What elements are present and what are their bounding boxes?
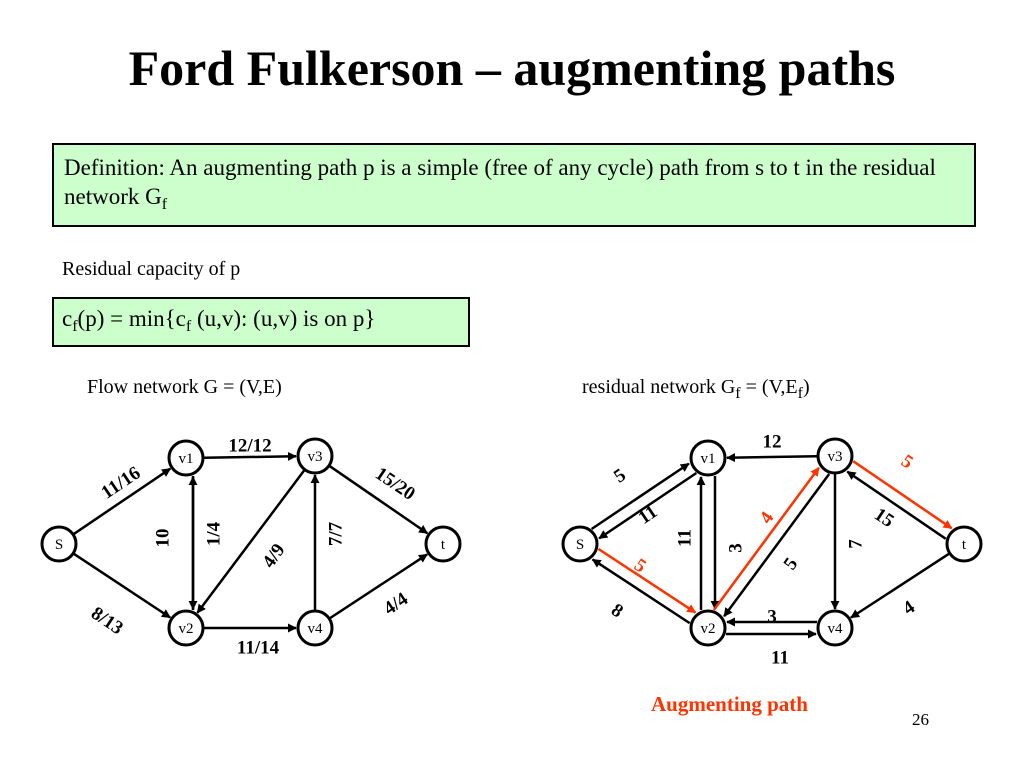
svg-text:v2: v2 [701, 621, 716, 637]
residual-caption-part3: ) [802, 376, 810, 398]
page-number: 26 [912, 710, 929, 729]
svg-text:v2: v2 [179, 621, 194, 637]
residual-edge-label: 11 [635, 501, 662, 528]
svg-text:v3: v3 [308, 449, 323, 465]
residual-edge-v3-t [852, 460, 953, 530]
flow-edge-label: 4/9 [258, 540, 289, 572]
svg-text:t: t [962, 537, 967, 553]
flow-node-v1: v1 [167, 439, 205, 477]
residual-caption-sub2: f [797, 385, 803, 402]
flow-edge-v3-t [329, 465, 429, 535]
flow-edge-label: 11/16 [98, 462, 145, 503]
residual-edge-label: 11 [771, 648, 789, 669]
flow-edge-label: 7/7 [326, 521, 347, 546]
residual-edge-label: 3 [767, 607, 777, 628]
flow-node-v3: v3 [296, 437, 334, 475]
residual-edge-label: 8 [607, 600, 627, 623]
flow-edge-s-v2 [73, 552, 171, 619]
residual-edge-label: 5 [630, 555, 650, 578]
residual-capacity-label: Residual capacity of p [62, 258, 241, 280]
residual-node-s: S [561, 525, 599, 563]
residual-edge-v1-s [598, 471, 698, 540]
residual-edge-label: 12 [763, 432, 782, 453]
residual-edge-label: 5 [610, 465, 630, 488]
residual-edge-label: 7 [846, 539, 867, 549]
residual-node-v1: v1 [689, 439, 727, 477]
residual-node-v3: v3 [816, 437, 854, 475]
residual-caption-sub1: f [735, 385, 741, 402]
residual-edge-label: 5 [897, 451, 917, 474]
residual-edge-t-v3 [846, 470, 947, 540]
formula-sub2: f [185, 318, 192, 335]
residual-edge-t-v4 [850, 552, 950, 619]
svg-text:v4: v4 [308, 621, 324, 637]
edges-layer [73, 451, 953, 639]
residual-edge-label: 5 [780, 554, 803, 574]
definition-subscript: f [161, 196, 168, 213]
svg-text:t: t [441, 537, 446, 553]
residual-node-t: t [945, 525, 983, 563]
formula-part2: (p) = min{c [77, 306, 186, 331]
svg-text:v3: v3 [828, 449, 843, 465]
residual-edge-s-v1 [590, 462, 690, 531]
residual-edge-s-v2 [597, 547, 697, 614]
svg-text:v1: v1 [701, 451, 716, 467]
residual-caption-part1: residual network G [582, 376, 736, 398]
formula-sub1: f [72, 318, 78, 335]
augmenting-path-label: Augmenting path [651, 692, 808, 716]
flow-edge-label: 1/4 [204, 521, 225, 546]
formula-box: cf(p) = min{cf (u,v): (u,v) is on p} [52, 297, 470, 347]
residual-edge-label: 15 [870, 504, 897, 532]
flow-edge-s-v1 [73, 467, 172, 535]
flow-node-s: S [40, 525, 78, 563]
residual-edge-label: 4 [899, 596, 919, 619]
residual-edge-v3-v2 [723, 473, 831, 618]
flow-edge-label: 12/12 [228, 436, 271, 457]
residual-node-v2: v2 [689, 609, 727, 647]
flow-edge-label: 8/13 [87, 603, 127, 639]
flow-node-v4: v4 [296, 609, 334, 647]
svg-text:S: S [55, 537, 63, 553]
svg-text:v4: v4 [828, 621, 844, 637]
flow-network-caption: Flow network G = (V,E) [87, 376, 282, 398]
residual-edge-v3-v1 [726, 453, 818, 463]
residual-node-v4: v4 [816, 609, 854, 647]
flow-edge-v4-t [329, 553, 428, 620]
residual-network-caption: residual network Gf = (V,Ef) [582, 376, 810, 402]
residual-edge-label: 3 [726, 543, 747, 553]
flow-edge-v1-v3 [203, 451, 297, 461]
residual-edge-v2-s [591, 558, 691, 625]
flow-edge-label: 11/14 [237, 638, 280, 659]
flow-edge-label: 10 [153, 529, 174, 548]
flow-node-t: t [424, 525, 462, 563]
residual-caption-part2: = (V,E [740, 376, 798, 398]
flow-edge-label: 4/4 [380, 588, 412, 619]
formula-part1: c [62, 306, 73, 331]
flow-node-v2: v2 [167, 609, 205, 647]
definition-box: Definition: An augmenting path p is a si… [52, 143, 976, 227]
nodes-layer: Sv1 v2 v3 v4 t Sv1 v2 v3 v4 t [40, 437, 983, 647]
slide-title: Ford Fulkerson – augmenting paths [128, 40, 896, 96]
definition-text: Definition: An augmenting path p is a si… [64, 155, 936, 209]
flow-edge-v3-v2 [196, 469, 306, 614]
residual-edge-label: 11 [675, 529, 696, 547]
formula-part3: (u,v): (u,v) is on p} [191, 306, 376, 331]
residual-edge-v2-v3 [712, 466, 820, 611]
svg-text:S: S [576, 537, 584, 553]
svg-text:v1: v1 [179, 451, 194, 467]
